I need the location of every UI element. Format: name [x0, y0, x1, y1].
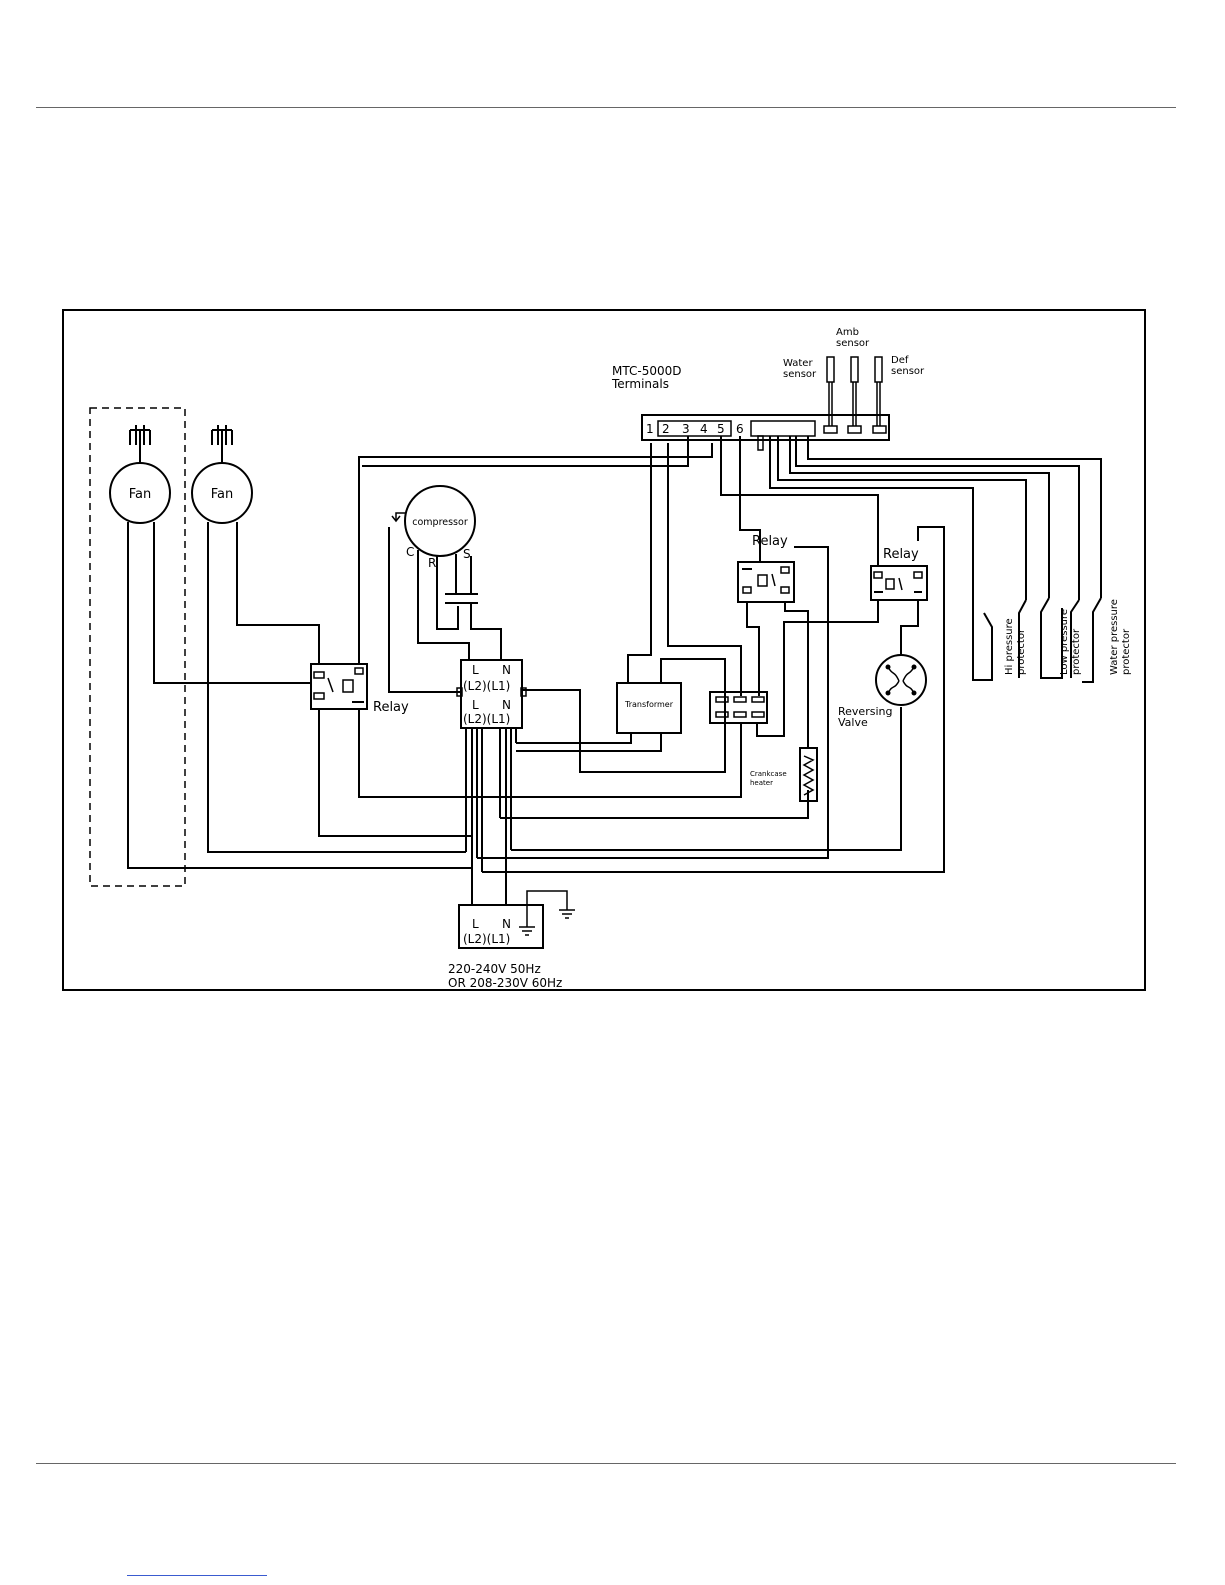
- protector-wires: [770, 436, 1101, 682]
- tb-row2: (L2)(L1): [463, 679, 510, 693]
- crankcase-label-1: Crankcase: [750, 770, 787, 778]
- crankcase-heater: Crankcase heater: [750, 748, 817, 801]
- fan-2: Fan: [192, 425, 252, 523]
- water-sensor-label-1: Water: [783, 358, 813, 369]
- supply-l2l1: (L2)(L1): [463, 932, 510, 946]
- tb-l-1: L: [472, 663, 479, 677]
- crankcase-label-2: heater: [750, 779, 773, 787]
- terminal-2: 2: [662, 422, 670, 436]
- compressor-pin-c: C: [406, 545, 414, 559]
- diagram-frame: [63, 310, 1145, 990]
- protector-labels: Hi pressure protector Low pressure prote…: [1004, 599, 1132, 675]
- transformer-label: Transformer: [624, 700, 674, 709]
- amb-sensor-label-2: sensor: [836, 338, 870, 349]
- terminal-3: 3: [682, 422, 690, 436]
- def-sensor-label-2: sensor: [891, 366, 925, 377]
- hi-protector-label-2: protector: [1016, 628, 1027, 675]
- terminal-block: L N (L2)(L1) L N (L2)(L1): [457, 660, 526, 728]
- low-protector-label-2: protector: [1071, 628, 1082, 675]
- relay-middle: Relay: [738, 534, 794, 602]
- fan-enclosure: [90, 408, 185, 886]
- hi-protector-label-1: Hi pressure: [1004, 618, 1015, 675]
- water-protector-label-2: protector: [1121, 628, 1132, 675]
- reversing-valve-label-2: Valve: [838, 716, 868, 729]
- contactor: [710, 692, 767, 723]
- fan-wires: [128, 522, 472, 868]
- compressor: compressor C R S: [392, 486, 475, 570]
- relay-right-label: Relay: [883, 547, 919, 562]
- terminal-1: 1: [646, 422, 654, 436]
- fan-2-label: Fan: [211, 487, 234, 502]
- tb-l-2: L: [472, 698, 479, 712]
- terminals-title-1: MTC-5000D: [612, 364, 681, 378]
- terminals-title-2: Terminals: [611, 377, 669, 391]
- compressor-pin-r: R: [428, 556, 436, 570]
- tb-n-2: N: [502, 698, 511, 712]
- fan-1-label: Fan: [129, 487, 152, 502]
- amb-sensor-label-1: Amb: [836, 327, 859, 338]
- sensors: Water sensor Amb sensor Def sensor: [783, 327, 925, 426]
- terminal-5: 5: [717, 422, 725, 436]
- supply-n: N: [502, 917, 511, 931]
- terminal-6: 6: [736, 422, 744, 436]
- tb-n-1: N: [502, 663, 511, 677]
- fan-1: Fan: [110, 425, 170, 523]
- power-supply-block: L N (L2)(L1) 220-240V 50Hz OR 208-230V 6…: [448, 891, 575, 990]
- relay-fan-label: Relay: [373, 700, 409, 715]
- relay-middle-label: Relay: [752, 534, 788, 549]
- terminal-strip: MTC-5000D Terminals 1 2 3 4 5 6: [611, 364, 889, 440]
- supply-voltage-1: 220-240V 50Hz: [448, 962, 541, 976]
- relay-right: Relay: [871, 547, 927, 600]
- water-sensor-label-2: sensor: [783, 369, 817, 380]
- def-sensor-label-1: Def: [891, 355, 909, 366]
- terminal-4: 4: [700, 422, 708, 436]
- transformer: Transformer: [617, 683, 681, 733]
- supply-voltage-2: OR 208-230V 60Hz: [448, 976, 562, 990]
- compressor-label: compressor: [412, 517, 468, 528]
- relay-fan: Relay: [311, 664, 409, 715]
- supply-l: L: [472, 917, 479, 931]
- tb-row4: (L2)(L1): [463, 712, 510, 726]
- compressor-pin-s: S: [463, 547, 471, 561]
- water-protector-label-1: Water pressure: [1109, 599, 1120, 675]
- low-protector-label-1: Low pressure: [1059, 609, 1070, 675]
- reversing-valve: Reversing Valve: [838, 655, 926, 729]
